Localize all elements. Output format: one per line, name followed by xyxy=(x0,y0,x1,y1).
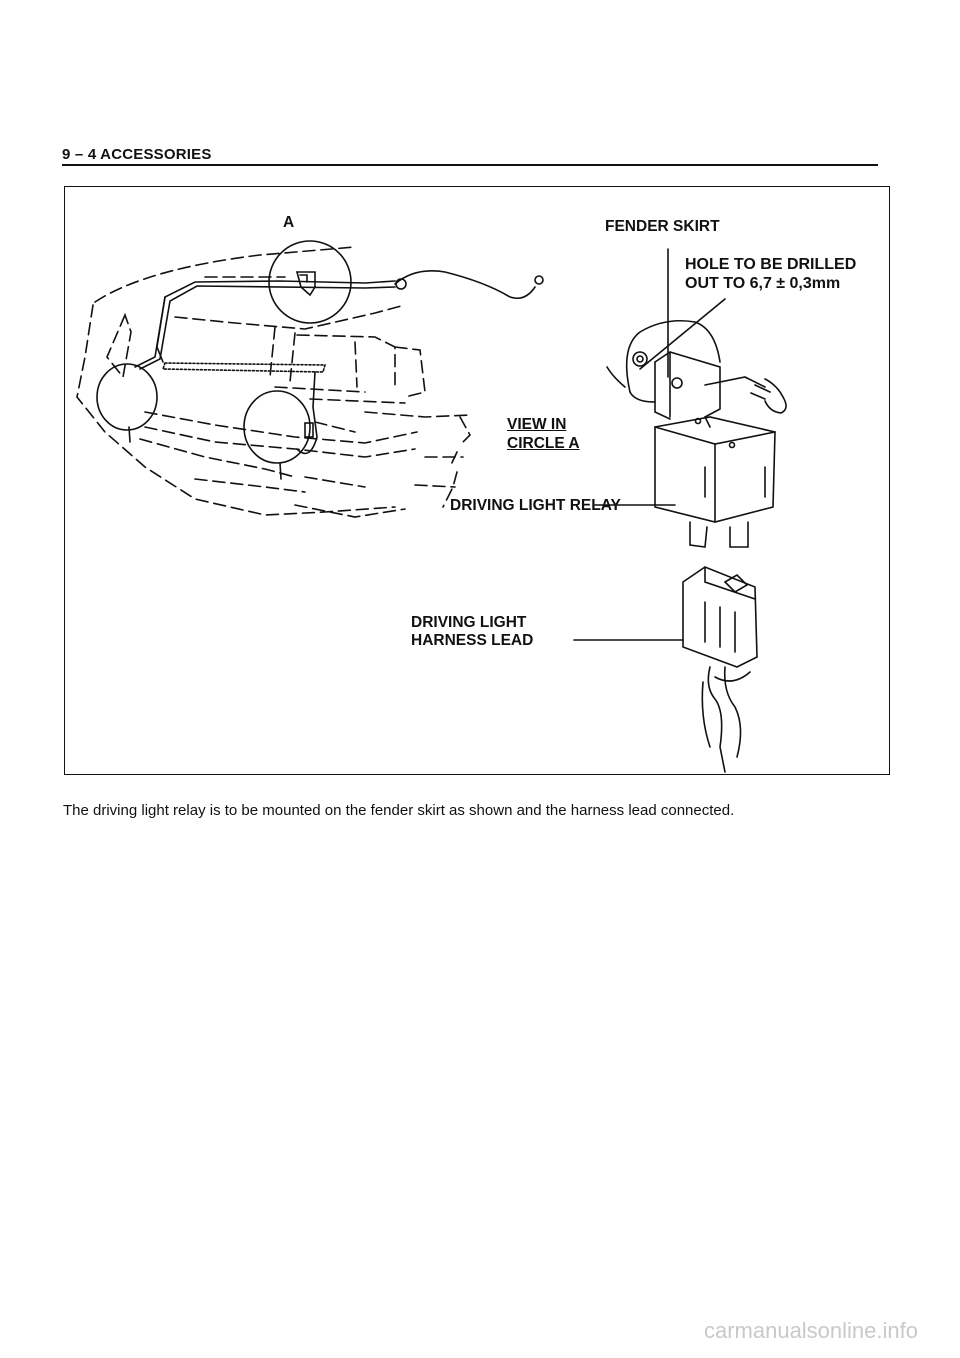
label-hole-line1: HOLE TO BE DRILLED xyxy=(685,256,857,273)
fog-lamps xyxy=(96,363,311,480)
watermark: carmanualsonline.info xyxy=(703,1318,918,1343)
label-circle-a: CIRCLE A xyxy=(507,435,580,452)
caption-text: The driving light relay is to be mounted… xyxy=(63,802,735,819)
circle-a-detail xyxy=(268,240,352,324)
label-a: A xyxy=(283,214,295,231)
page-header: 9 – 4 ACCESSORIES xyxy=(62,146,212,163)
label-harness-line1: DRIVING LIGHT xyxy=(411,614,527,631)
label-view-in: VIEW IN xyxy=(507,416,567,433)
label-driving-light-relay: DRIVING LIGHT RELAY xyxy=(450,497,621,514)
label-hole-line2: OUT TO 6,7 ± 0,3mm xyxy=(685,275,841,292)
bracket-drawing xyxy=(654,351,787,428)
figure-frame: A FENDER SKIRT HOLE TO BE DRILLED OUT TO… xyxy=(64,186,890,775)
label-fender-skirt: FENDER SKIRT xyxy=(605,218,720,235)
connector-drawing xyxy=(682,566,758,773)
fender-skirt-drawing xyxy=(625,319,721,403)
relay-drawing xyxy=(654,416,776,548)
label-harness-line2: HARNESS LEAD xyxy=(411,632,534,649)
harness-wiring xyxy=(134,270,544,455)
leader-lines xyxy=(573,248,726,641)
header-rule xyxy=(62,164,878,166)
installation-illustration xyxy=(76,240,787,773)
